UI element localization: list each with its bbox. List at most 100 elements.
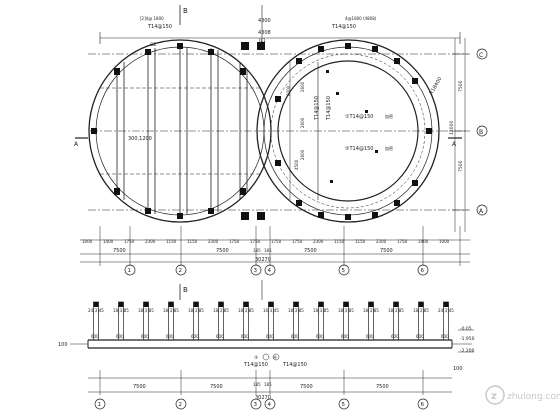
pile-label: 18(3)85 [213, 308, 229, 313]
pile-cap [93, 302, 99, 307]
elev-2: -1.950 [460, 336, 475, 342]
chain-dim: 1750 [250, 239, 261, 244]
pile-cap [243, 302, 249, 307]
rebar-top-right: T14@150 [331, 24, 356, 30]
gz-label: GZ [150, 42, 157, 48]
plan-span-1: 7500 [113, 248, 126, 254]
inner-dim-4: 4500 [294, 159, 299, 170]
elev-3: -2.200 [460, 348, 475, 354]
sec-span-5: 7500 [300, 384, 313, 390]
beam-label: 300,1200 [128, 136, 152, 142]
pile-cap [318, 302, 324, 307]
pile-cap [268, 302, 274, 307]
chain-dim: 1150 [166, 239, 177, 244]
inner-dim-2: 2600 [300, 117, 305, 128]
pile-label: 18(3)85 [188, 308, 204, 313]
inner-dim-1: 2600 [300, 81, 305, 92]
plan-span-6: 7500 [380, 248, 393, 254]
chain-dim: 1750 [271, 239, 282, 244]
rebar-mid-a: T14@150 [314, 96, 320, 121]
seg-dim: 600 [91, 334, 99, 339]
pile-cap [418, 302, 424, 307]
plan-axis-4: 4 [268, 268, 272, 274]
chain-dim: 1150 [334, 239, 345, 244]
plan-span-2: 7500 [216, 248, 229, 254]
pile-label: 18(3)85 [113, 308, 129, 313]
pile-label: 18(3)85 [388, 308, 404, 313]
top-span-right: 4@1800 (4808) [345, 16, 377, 21]
chain-dim: 2300 [313, 239, 324, 244]
pile-label: 18(3)85 [313, 308, 329, 313]
seg-dim: 600 [416, 334, 424, 339]
pile-cap [293, 302, 299, 307]
watermark-text: zhulong.com [507, 392, 560, 402]
seg-dim: 600 [116, 334, 124, 339]
plan-axis-3: 3 [254, 268, 258, 274]
level-mark-left: 100 [58, 342, 68, 348]
section-rebar-mark-1: ③ [254, 355, 258, 361]
pile-label: 16(3)45 [263, 308, 279, 313]
right-outer-ring [256, 39, 440, 223]
top-dim-b: 4308 [258, 30, 271, 36]
plan-span-4: 185 [264, 248, 272, 253]
chain-dim: 1150 [355, 239, 366, 244]
plan-text: B [2]4@ 1800 4@1800 (4808) 4300 4308 T14… [74, 7, 484, 274]
pile-cap [443, 302, 449, 307]
pile-cap [118, 302, 124, 307]
seg-dim: 600 [391, 334, 399, 339]
sec-span-2: 7500 [210, 384, 223, 390]
pile-columns: 24(3)45 600 18(3)85 600 18(3)85 600 18(3)85 600… [88, 301, 454, 341]
sec-total: 30270 [255, 395, 271, 401]
axis-bubble-A [476, 204, 488, 216]
plan-axis-6: 6 [421, 268, 425, 274]
pile-label: 18(3)85 [138, 308, 154, 313]
sec-span-1: 7500 [133, 384, 146, 390]
pile-label: 18(3)85 [238, 308, 254, 313]
seg-dim: 600 [191, 334, 199, 339]
seg-dim: 600 [141, 334, 149, 339]
sec-axis-6: 6 [421, 402, 425, 408]
pile-cap [393, 302, 399, 307]
right-dim-1: 7500 [458, 80, 464, 92]
seg-dim: 600 [441, 334, 449, 339]
section-rebar-mark-2: ④ [273, 355, 277, 361]
pile-cap [143, 302, 149, 307]
seg-dim: 600 [216, 334, 224, 339]
chain-dim: 1150 [187, 239, 198, 244]
chain-dim: 1750 [397, 239, 408, 244]
seg-dim: 600 [341, 334, 349, 339]
axis-bubble-C [476, 48, 488, 60]
axis-row-B: B [479, 129, 483, 136]
svg-text:z: z [491, 391, 497, 402]
chain-dim: 1750 [229, 239, 240, 244]
pile-label: 18(3)85 [363, 308, 379, 313]
sec-axis-4: 4 [268, 402, 272, 408]
radius-label: R18400 [429, 76, 444, 96]
chain-dim: 1750 [292, 239, 303, 244]
pile-cap [168, 302, 174, 307]
top-dim-a: 4300 [258, 18, 271, 24]
section-mark-top: B [183, 7, 188, 15]
section-rebar-1: T14@150 [243, 362, 268, 368]
section-a-right: A [452, 141, 457, 148]
ring-rebar-note-1: 加密 [385, 113, 393, 119]
section-a-left: A [74, 141, 79, 148]
plan-axis-2: 2 [179, 268, 183, 274]
chain-dim: 1750 [124, 239, 135, 244]
section-rebar-2: T14@150 [282, 362, 307, 368]
ring-rebar-1: ①T14@150 [345, 114, 373, 120]
jl-label: JL1 [258, 38, 266, 44]
rebar-top-left: T14@150 [147, 24, 172, 30]
pile-label: 24(3)45 [438, 308, 454, 313]
sec-axis-3: 3 [254, 402, 258, 408]
inner-dim-5: 6000 [286, 85, 291, 96]
axis-row-A: A [479, 208, 484, 215]
seg-dim: 600 [166, 334, 174, 339]
sec-span-3: 185 [253, 382, 261, 387]
rebar-mid-b: T14@150 [326, 96, 332, 121]
seg-dim: 600 [266, 334, 274, 339]
section-view [70, 280, 474, 410]
elev-1: -0.05 [460, 326, 472, 332]
plan-total: 30270 [255, 257, 271, 263]
